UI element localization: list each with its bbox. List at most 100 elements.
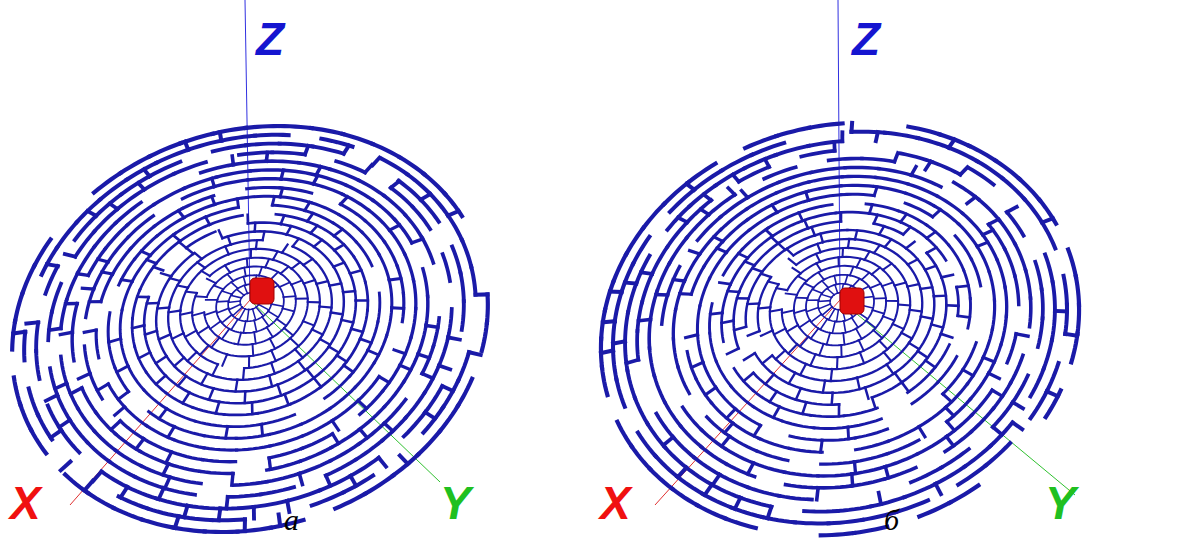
maze-wall [304,280,315,283]
maze-wall [149,143,180,156]
maze-wall [887,343,909,365]
maze-wall [167,409,196,422]
maze-wall [753,373,776,392]
maze-wall [1005,287,1007,316]
maze-wall [776,191,808,203]
maze-wall [727,349,739,355]
maze-wall [803,213,836,221]
maze-wall [1038,318,1043,347]
maze-wall [114,508,142,520]
maze-wall [722,436,730,446]
maze-wall [448,216,462,241]
maze-wall [694,458,719,475]
maze-wall [341,292,343,320]
maze-wall [613,350,616,379]
maze-wall [45,266,57,294]
maze-wall [224,413,257,415]
maze-wall [873,299,874,310]
maze-wall [823,239,855,242]
maze-wall [207,279,216,283]
maze-wall [250,249,252,258]
maze-wall [418,325,426,354]
maze-wall [719,283,730,285]
maze-wall [1044,340,1052,369]
maze-wall [941,277,946,305]
maze-wall [777,391,807,402]
maze-wall [912,382,938,403]
maze-wall [320,312,331,339]
maze-wall [757,451,788,460]
maze-wall [839,266,857,267]
maze-wall [239,152,272,155]
maze-wall [247,266,265,269]
maze-wall [201,374,207,385]
maze-wall [223,281,233,289]
y-axis [840,300,1075,495]
maze-wall [989,345,1001,373]
maze-wall [927,253,942,277]
maze-wall [884,468,916,480]
maze-wall [613,321,615,350]
maze-wall [778,172,811,182]
maze-wall [735,409,760,425]
maze-wall [251,258,273,260]
maze-wall [293,246,317,262]
maze-wall [856,329,862,339]
maze-wall [368,322,378,350]
maze-wall [299,474,302,485]
maze-wall [989,373,1000,378]
maze-wall [183,393,190,404]
maze-wall [271,350,275,360]
maze-wall [1001,316,1007,345]
maze-wall [334,267,344,292]
maze-wall [885,239,892,247]
maze-wall [256,249,282,253]
maze-wall [246,144,279,146]
maze-wall [725,519,755,529]
maze-wall [159,409,167,419]
maze-wall [235,343,253,346]
maze-wall [343,134,373,144]
maze-wall [329,320,342,347]
maze-wall [816,263,821,271]
maze-wall [761,331,773,336]
maze-wall [251,402,254,414]
maze-wall [228,301,240,302]
maze-wall [304,284,308,302]
maze-wall [818,474,852,476]
maze-wall [902,360,926,382]
maze-wall [373,144,400,157]
maze-wall [296,298,308,300]
maze-wall [885,454,917,467]
maze-wall [999,220,1015,244]
maze-wall [824,344,842,345]
maze-wall [96,330,99,358]
maze-wall [926,360,936,367]
maze-wall [214,388,246,391]
maze-wall [269,448,302,457]
maze-wall [806,310,810,321]
maze-wall [271,338,290,350]
maze-wall [132,325,144,328]
maze-wall [458,352,469,380]
maze-wall [458,379,472,406]
maze-wall [197,352,218,364]
maze-wall [351,329,362,332]
maze-wall [921,316,933,318]
maze-wall [154,188,184,204]
maze-wall [758,304,760,332]
maze-wall [295,329,312,349]
maze-wall [829,158,862,160]
maze-wall [802,402,806,414]
maze-wall [687,352,696,379]
maze-wall [931,296,934,324]
maze-wall [638,433,656,456]
maze-wall [303,302,308,321]
maze-wall [231,240,263,244]
maze-wall [859,340,864,351]
axis-label: Y [1045,480,1076,526]
maze-wall [1077,305,1079,334]
maze-wall [78,374,90,379]
maze-wall [279,282,289,287]
maze-wall [797,281,807,295]
